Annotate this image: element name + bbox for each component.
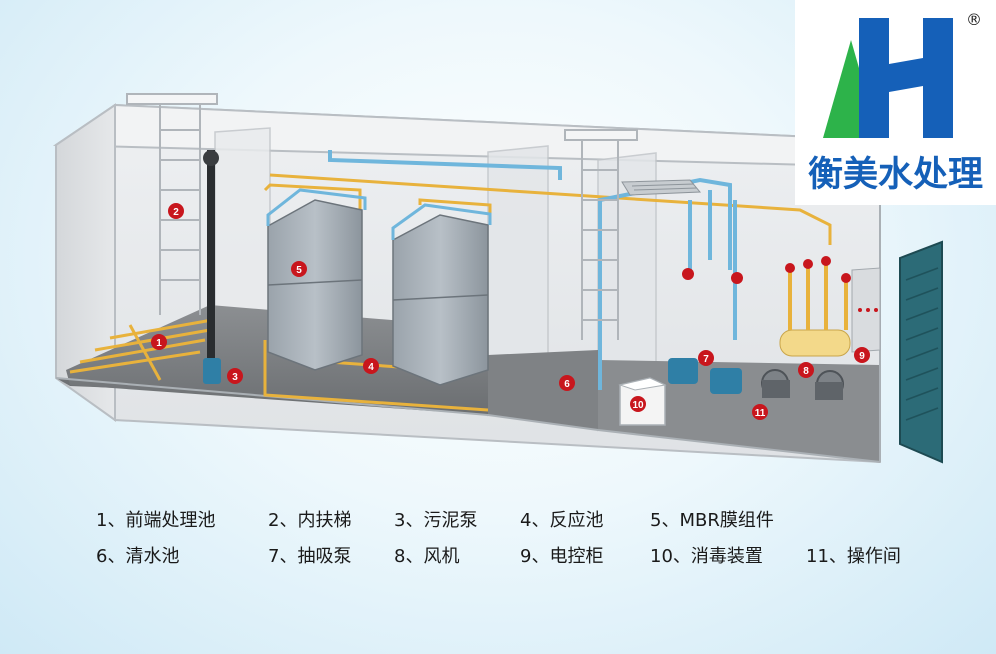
svg-text:6: 6 [564,379,570,390]
legend-item: 10、消毒装置 [650,546,763,567]
svg-text:1: 1 [156,338,162,349]
marker-9: 9 [854,347,870,363]
marker-7: 7 [698,350,714,366]
blue-pipes [328,150,737,390]
svg-text:9: 9 [859,351,865,362]
svg-text:5: 5 [296,265,302,276]
marker-1: 1 [151,334,167,350]
marker-10: 10 [630,396,646,412]
mbr-module-1 [266,188,367,371]
logo-mark-icon [823,18,953,138]
left-wall [55,103,116,422]
control-cabinet [851,267,881,353]
legend-item: 8、风机 [394,546,460,567]
svg-text:2: 2 [173,207,179,218]
svg-text:4: 4 [368,362,374,373]
legend-item: 7、抽吸泵 [268,546,352,567]
legend-item: 6、清水池 [96,546,180,567]
company-logo: ® 衡美水处理 [795,0,996,205]
registered-mark: ® [966,10,982,29]
legend-item: 9、电控柜 [520,546,604,567]
floor-operation-room [598,360,880,462]
svg-text:11: 11 [755,408,766,419]
ladder-right [564,129,638,340]
svg-text:10: 10 [632,400,644,411]
sludge-pump [203,150,221,384]
svg-text:7: 7 [703,354,709,365]
marker-11: 11 [752,404,768,420]
marker-4: 4 [363,358,379,374]
legend-row-1: 1、前端处理池 2、内扶梯 3、污泥泵 4、反应池 5、MBR膜组件 [96,506,956,542]
marker-3: 3 [227,368,243,384]
component-legend: 1、前端处理池 2、内扶梯 3、污泥泵 4、反应池 5、MBR膜组件 6、清水池… [96,506,956,578]
svg-text:8: 8 [803,366,809,377]
marker-7b: 7 [706,354,712,365]
component-markers: 1 2 3 4 5 5 6 7 7 8 8 9 10 11 [151,203,870,420]
legend-item: 2、内扶梯 [268,510,352,531]
legend-item: 5、MBR膜组件 [650,510,774,531]
legend-item: 4、反应池 [520,510,604,531]
marker-5a: 5 [291,261,307,277]
floor-clear-water [488,350,598,430]
logo-text: 衡美水处理 [807,155,983,195]
vent-grille [621,179,702,196]
marker-6: 6 [559,375,575,391]
legend-item: 3、污泥泵 [394,510,478,531]
ladder-left [126,93,218,315]
marker-8b: 8 [806,366,812,377]
blowers [761,256,851,400]
legend-row-2: 6、清水池 7、抽吸泵 8、风机 9、电控柜 10、消毒装置 11、操作间 [96,542,956,578]
svg-text:3: 3 [232,372,238,383]
marker-5b: 5 [417,276,423,287]
legend-item: 1、前端处理池 [96,510,216,531]
suction-pumps [668,268,743,394]
legend-item: 11、操作间 [806,546,901,567]
marker-2: 2 [168,203,184,219]
marker-8: 8 [798,362,814,378]
operation-room-door [899,240,943,464]
mbr-module-2 [391,203,492,386]
